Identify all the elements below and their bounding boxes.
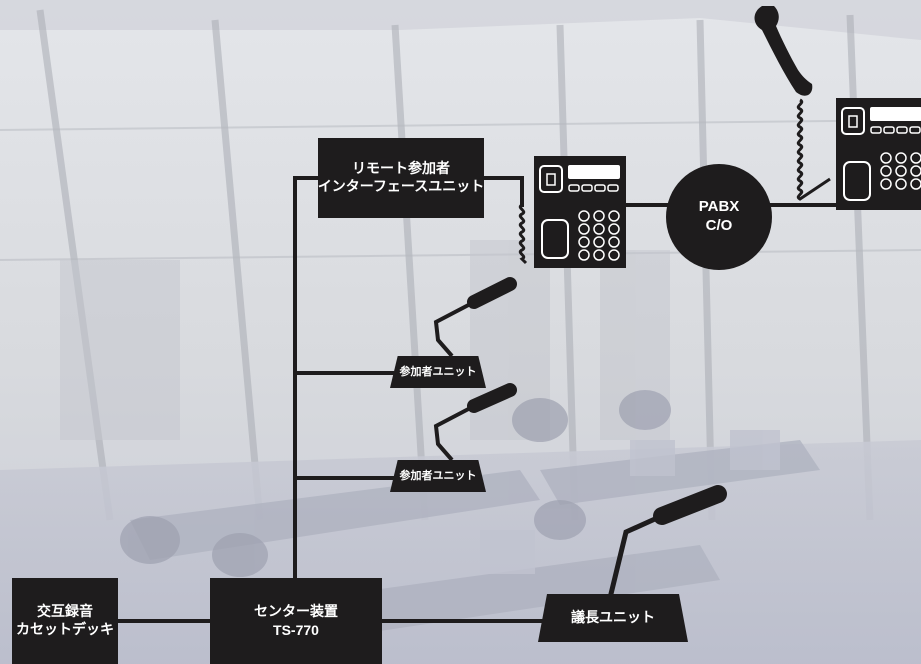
chairman-unit: 議長ユニット [538,594,688,642]
pabx-label-line1: PABX [698,198,740,216]
cassette-deck-label-line2: カセットデッキ [16,622,114,638]
telephone-handset-icon [754,6,831,201]
microphone-icon [607,485,727,599]
cassette-deck-label-line1: 交互録音 [37,603,93,620]
remote-interface-label-line1: リモート参加者 [352,160,450,177]
microphone-icon [433,277,517,358]
chairman-unit-label: 議長ユニット [571,609,655,626]
participant-unit-1-label: 参加者ユニット [399,364,477,378]
telephone-icon [534,156,626,268]
pabx-label-line2: C/O [705,217,733,234]
cassette-deck: 交互録音 カセットデッキ [12,578,118,664]
wire-to-telephone [480,176,524,207]
center-unit-label-line2: TS-770 [273,622,319,638]
center-unit-label-line1: センター装置 [254,603,338,620]
participant-unit-2: 参加者ユニット [390,460,486,492]
telephone-icon [836,98,921,210]
coiled-cord [518,203,528,265]
remote-interface-label-line2: インターフェースユニット [317,179,485,195]
microphone-icon [433,383,517,462]
remote-interface-unit: リモート参加者 インターフェースユニット [318,138,484,218]
participant-unit-2-label: 参加者ユニット [399,468,477,482]
center-unit: センター装置 TS-770 [210,578,382,664]
participant-unit-1: 参加者ユニット [390,356,486,388]
pabx-node: PABX C/O [666,164,772,270]
